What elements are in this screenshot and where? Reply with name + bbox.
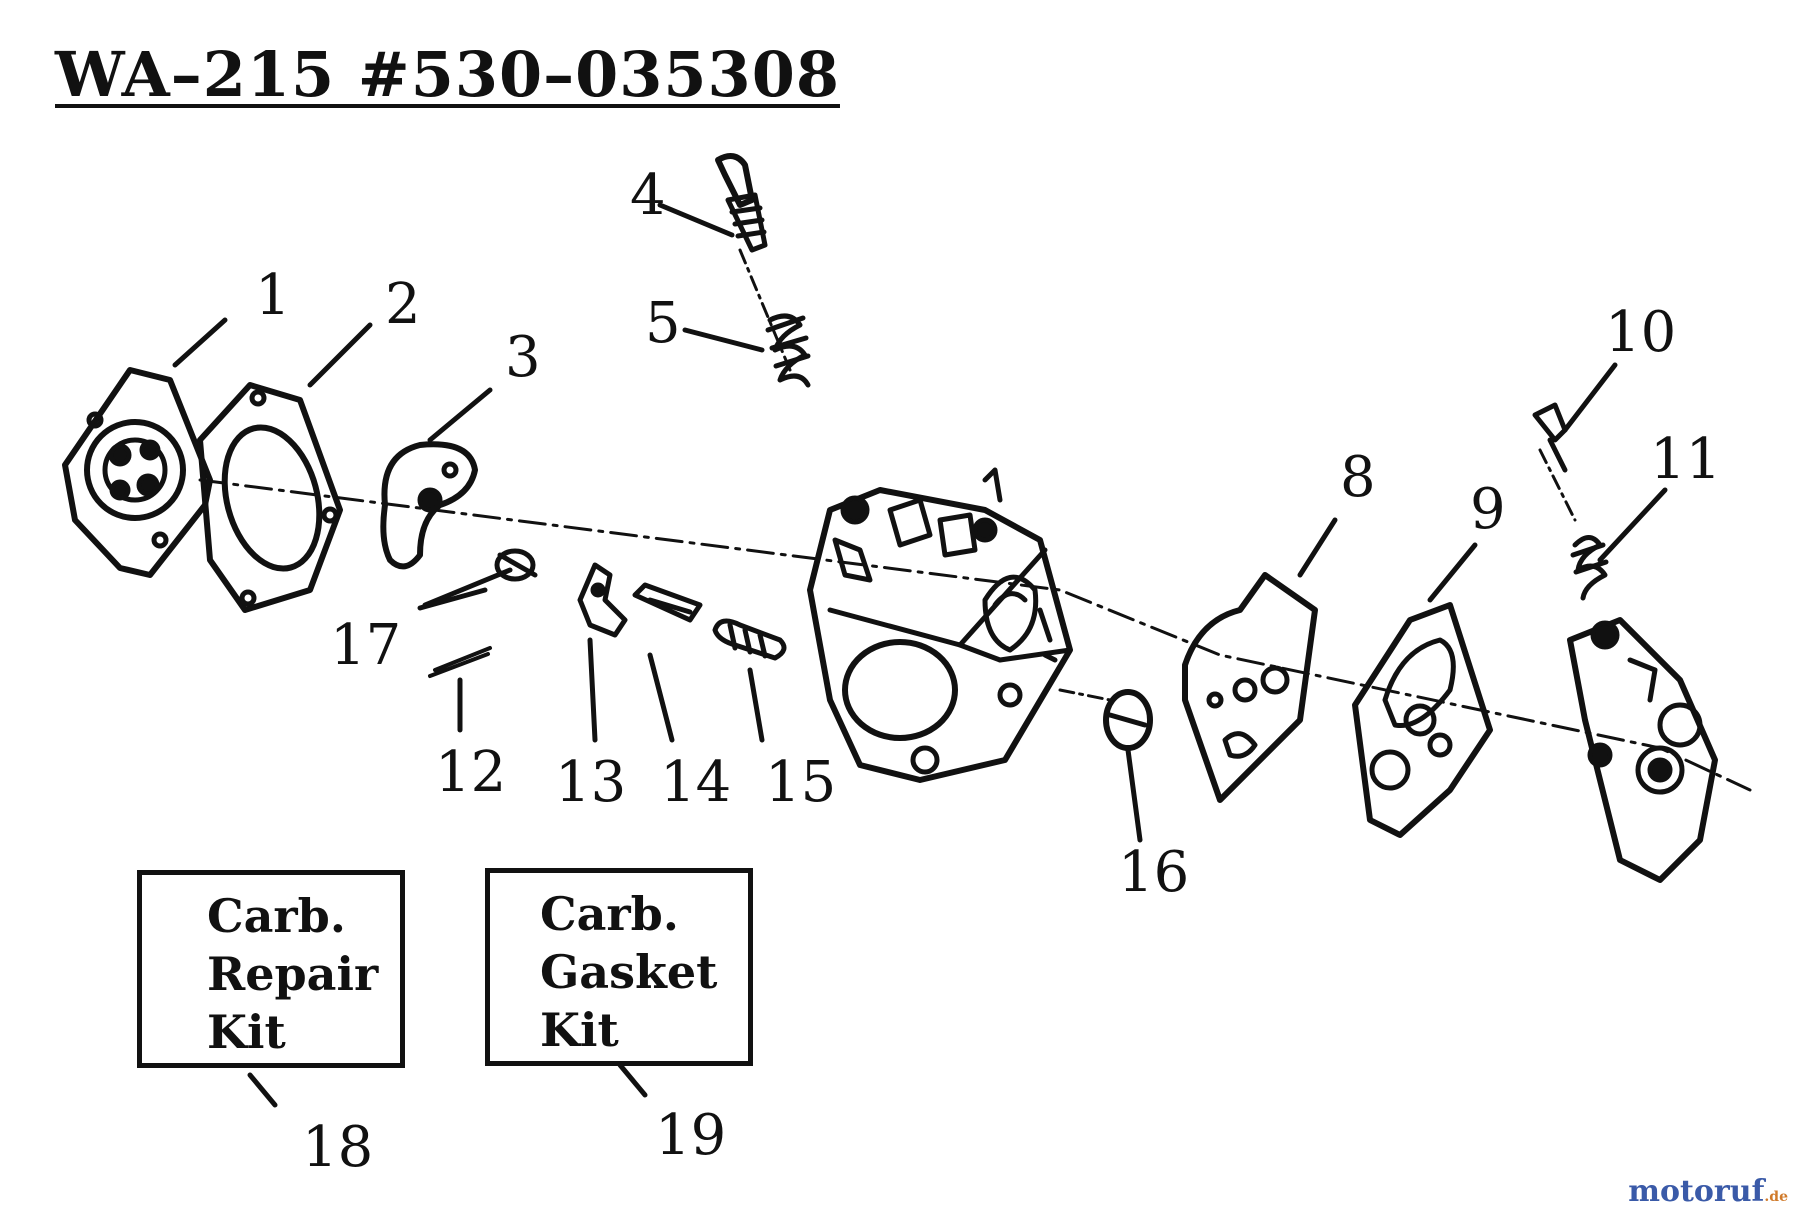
callout-13: 13	[555, 750, 627, 815]
part-15-spring	[712, 618, 787, 661]
inlet-centerline	[1538, 448, 1577, 522]
watermark-brand: motoruf	[1628, 1174, 1765, 1209]
part-4-screw	[715, 153, 768, 253]
part-10-inlet-needle	[1532, 402, 1568, 473]
motoruf-watermark: motoruf.de	[1628, 1174, 1788, 1209]
leader-15	[747, 667, 765, 743]
leader-9	[1427, 542, 1478, 603]
leader-16	[1125, 747, 1143, 843]
callout-9: 9	[1470, 477, 1506, 542]
callout-16: 16	[1118, 840, 1190, 905]
callout-11: 11	[1650, 427, 1722, 492]
part-13-metering-lever	[577, 562, 628, 638]
leader-10	[1562, 362, 1618, 433]
leader-17	[417, 587, 488, 611]
metering-cover	[1567, 617, 1718, 883]
callout-5: 5	[645, 291, 681, 356]
callout-18: 18	[302, 1115, 374, 1180]
leader-18	[247, 1072, 278, 1108]
callout-10: 10	[1605, 300, 1677, 365]
leader-4	[657, 202, 735, 238]
diagram-title: WA–215 #530–035308	[55, 38, 840, 111]
gasket-kit-line-2: Gasket	[540, 945, 718, 999]
callout-15: 15	[765, 750, 837, 815]
part-5-spring	[765, 313, 811, 388]
leader-3	[427, 387, 493, 443]
part-8-metering-gasket	[1182, 572, 1318, 803]
part-14-shaft-pin	[632, 582, 703, 623]
leader-5	[682, 327, 765, 353]
repair-kit-line-1: Carb.	[207, 889, 346, 943]
callout-4: 4	[630, 163, 666, 228]
part-16-welch-plug	[1103, 689, 1153, 751]
callout-14: 14	[660, 750, 732, 815]
callout-12: 12	[435, 740, 507, 805]
callout-1: 1	[255, 263, 291, 328]
plug-centerline	[1058, 688, 1112, 702]
leader-11	[1597, 487, 1668, 563]
repair-kit-box: Carb. Repair Kit	[137, 870, 405, 1068]
part-17-lever-pin	[422, 548, 538, 608]
leader-14	[647, 652, 675, 743]
part-9-metering-diaphragm	[1352, 602, 1493, 838]
leader-2	[307, 322, 373, 388]
carburetor-body	[807, 467, 1073, 783]
part-1-pump-cover	[62, 367, 213, 578]
leader-8	[1297, 517, 1338, 578]
gasket-kit-line-3: Kit	[540, 1003, 619, 1057]
assembly-centerline	[198, 478, 1752, 792]
part-2-pump-diaphragm	[197, 382, 343, 613]
callout-19: 19	[655, 1103, 727, 1168]
leader-1	[172, 317, 228, 368]
leader-13	[587, 637, 598, 743]
callout-2: 2	[385, 272, 421, 337]
part-3-gasket	[380, 441, 478, 570]
gasket-kit-line-1: Carb.	[540, 887, 679, 941]
leader-19	[617, 1062, 648, 1098]
needle-centerline	[738, 248, 792, 372]
repair-kit-line-3: Kit	[207, 1005, 286, 1059]
callout-17: 17	[330, 613, 402, 678]
leader-lines	[172, 202, 1668, 1108]
callout-3: 3	[505, 325, 541, 390]
part-11-spring	[1570, 535, 1609, 601]
callout-8: 8	[1340, 445, 1376, 510]
gasket-kit-box: Carb. Gasket Kit	[485, 868, 753, 1066]
part-12-pin	[428, 646, 492, 678]
repair-kit-line-2: Repair	[207, 947, 379, 1001]
watermark-suffix: .de	[1764, 1189, 1788, 1205]
